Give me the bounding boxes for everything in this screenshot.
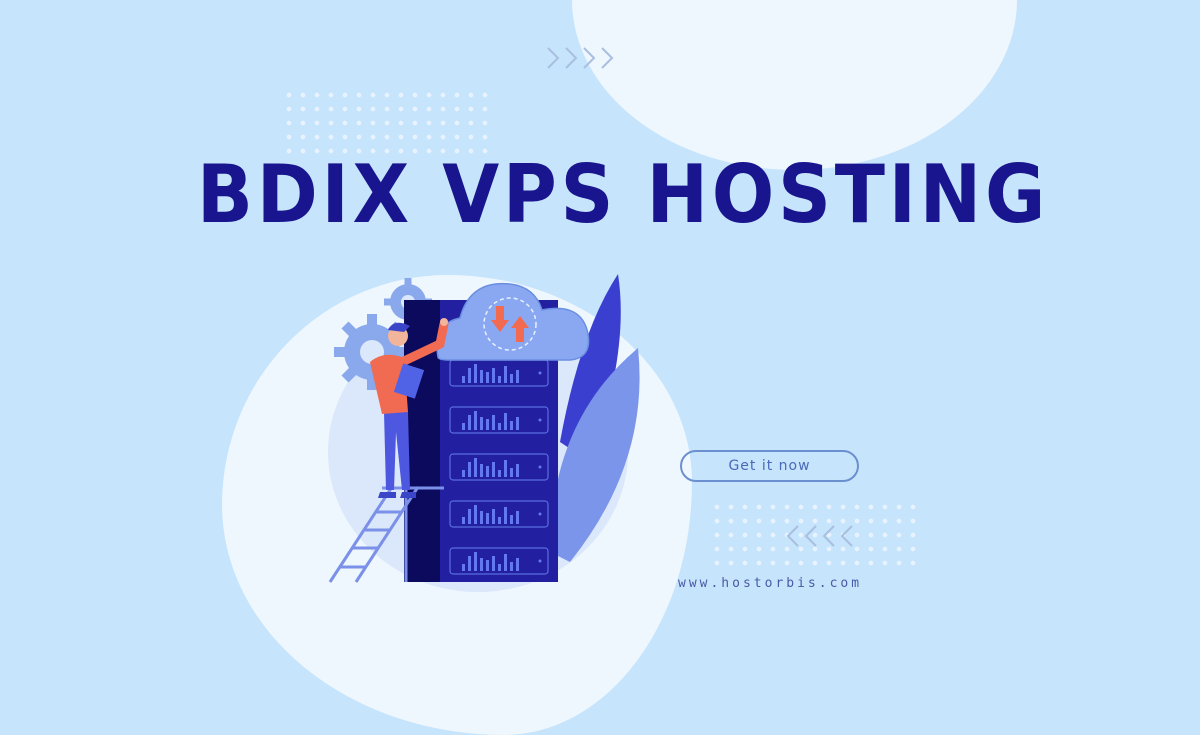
server-cloud-illustration bbox=[328, 274, 640, 583]
background-blob-top bbox=[572, 0, 1017, 170]
left-chevrons-icon bbox=[786, 525, 853, 547]
get-it-now-button[interactable]: Get it now bbox=[680, 450, 859, 482]
dot-pattern-bottom bbox=[710, 500, 920, 568]
page-title: BDIX VPS HOSTING bbox=[196, 148, 1050, 241]
person-figure bbox=[370, 318, 449, 498]
right-chevrons-icon bbox=[547, 47, 614, 69]
website-link[interactable]: www.hostorbis.com bbox=[678, 576, 863, 591]
dot-pattern-top bbox=[282, 88, 492, 156]
